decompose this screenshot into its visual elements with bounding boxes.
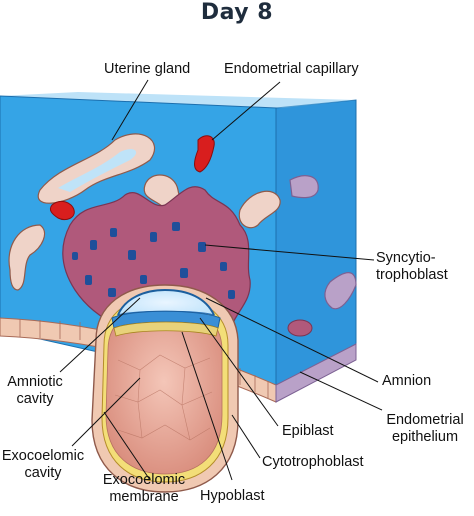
label-uterine-gland: Uterine gland [104,61,191,77]
label-exocoelomic-cavity-line2: cavity [24,465,62,481]
hypoblast [113,321,219,337]
endometrial-epithelium [0,317,357,403]
uterine-gland-side [289,175,319,199]
capillary-1 [194,135,215,173]
label-amniotic-cavity-line2: cavity [16,391,54,407]
uterine-gland-4 [238,190,281,229]
capillary-2 [49,200,75,221]
label-syncytiotrophoblast-line1: Syncytio- [376,250,436,266]
endometrial-capillaries [49,135,313,337]
capillary-3 [287,319,313,337]
leader-lines [59,79,383,481]
endometrium-top-face [0,92,356,108]
endometrium-side-face [275,99,357,393]
label-syncytiotrophoblast-line2: trophoblast [376,267,448,283]
label-cytotrophoblast: Cytotrophoblast [262,454,364,470]
label-exocoelomic-membrane-line2: membrane [109,489,179,505]
uterine-gland-3 [8,224,45,291]
label-exocoelomic-membrane-line1: Exocoelomic [102,472,186,488]
syncytiotrophoblast [62,186,251,326]
label-epiblast: Epiblast [282,423,334,439]
syncytio-nuclei [72,222,235,309]
uterine-gland-side-2 [324,272,357,310]
label-amnion: Amnion [382,373,432,389]
label-endometrial-capillary: Endometrial capillary [224,61,359,77]
diagram-title: Day 8 [200,0,274,25]
amnion [117,288,215,316]
label-endometrial-epithelium-line2: epithelium [391,429,459,445]
label-endometrial-epithelium-line1: Endometrial [386,412,464,428]
label-amniotic-cavity-line1: Amniotic [7,374,63,390]
label-exocoelomic-cavity-line1: Exocoelomic [1,448,85,464]
blastocyst [91,284,239,493]
uterine-gland-1-lumen [58,149,137,192]
epithelium-side-band [275,343,357,403]
label-hypoblast: Hypoblast [200,488,265,504]
